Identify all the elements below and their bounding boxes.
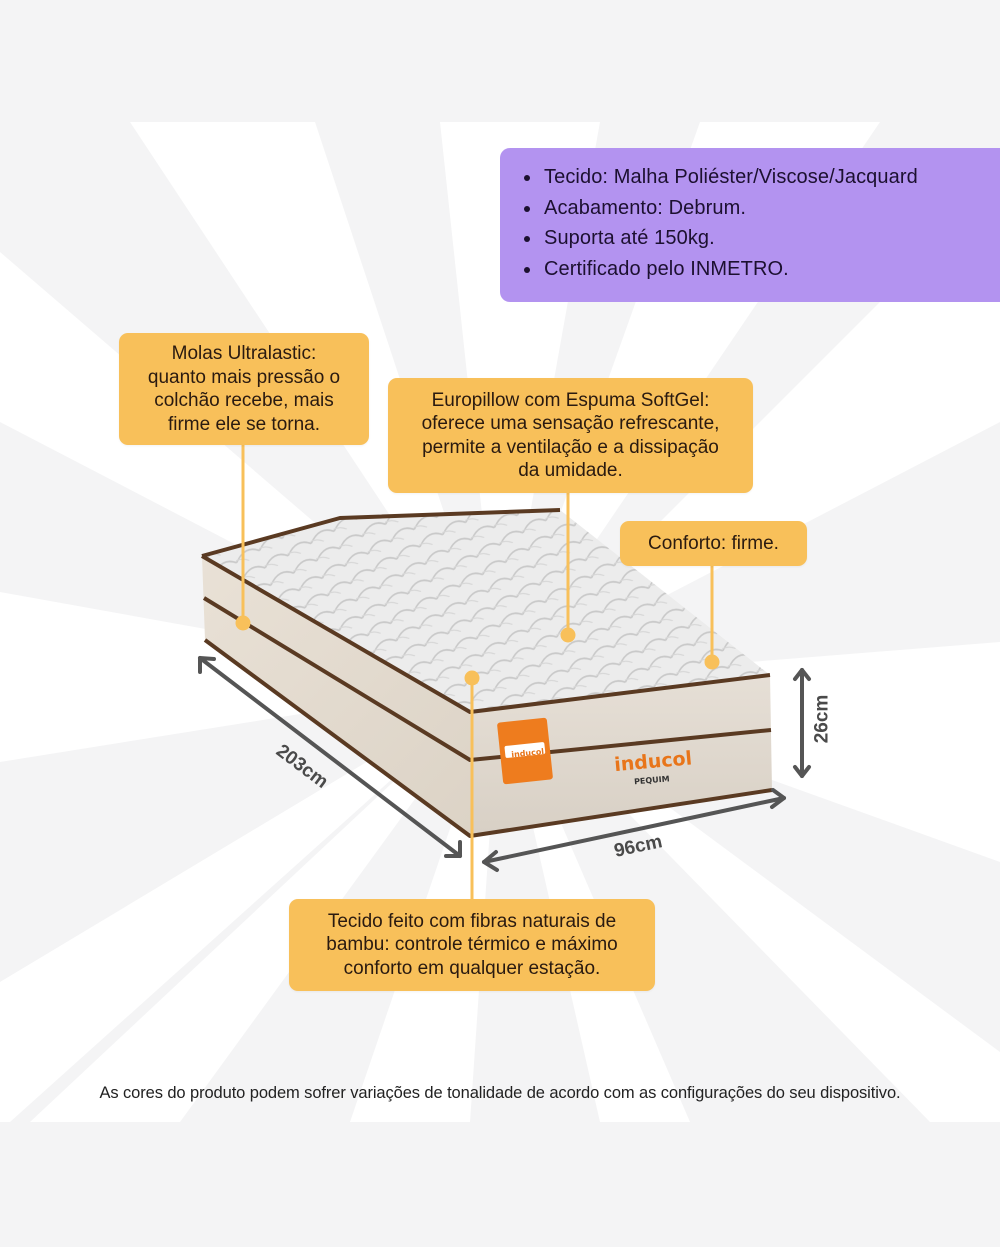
width-arrow <box>482 796 786 864</box>
model-print: PEQUIM <box>634 774 670 786</box>
inducol-hang-tag <box>497 717 553 785</box>
callout-line: Tecido feito com fibras naturais de <box>327 910 617 932</box>
callout-line: colchão recebe, mais <box>154 390 334 411</box>
callout-line: oferece uma sensação refrescante, <box>421 413 720 434</box>
length-arrow <box>198 656 462 858</box>
mattress-long-side <box>202 556 470 836</box>
callout-line: Molas Ultralastic: <box>171 343 317 364</box>
height-label: 26cm <box>811 694 833 744</box>
spec-item-weight: Suporta até 150kg. <box>522 223 1000 254</box>
mattress-front-side <box>470 675 772 836</box>
callout-line: Europillow com Espuma SoftGel: <box>431 389 710 411</box>
spec-item-finish: Acabamento: Debrum. <box>522 193 1000 224</box>
callout-line: da umidade. <box>518 460 623 481</box>
callout-line: bambu: controle térmico e máximo <box>326 934 618 956</box>
callout-tecido: Tecido feito com fibras naturais de bamb… <box>289 899 655 991</box>
specs-list: Tecido: Malha Poliéster/Viscose/Jacquard… <box>522 162 1000 284</box>
callout-line: quanto mais pressão o <box>147 366 341 388</box>
callout-line: firme ele se torna. <box>167 413 321 435</box>
spec-item-certification: Certificado pelo INMETRO. <box>522 254 1000 285</box>
callout-line: permite a ventilação e a dissipação <box>422 436 719 458</box>
specs-box: Tecido: Malha Poliéster/Viscose/Jacquard… <box>500 148 1000 302</box>
callout-europillow: Europillow com Espuma SoftGel: oferece u… <box>388 378 753 493</box>
callout-line: conforto em qualquer estação. <box>343 957 601 979</box>
tag-brand-print: inducol <box>511 747 545 759</box>
callout-conforto: Conforto: firme. <box>620 521 807 566</box>
color-disclaimer: As cores do produto podem sofrer variaçõ… <box>99 1084 901 1102</box>
mattress-top <box>202 510 770 712</box>
callout-line: Conforto: firme. <box>648 532 779 554</box>
spec-item-fabric: Tecido: Malha Poliéster/Viscose/Jacquard <box>522 162 1000 193</box>
callout-molas: Molas Ultralastic: quanto mais pressão o… <box>119 333 369 445</box>
